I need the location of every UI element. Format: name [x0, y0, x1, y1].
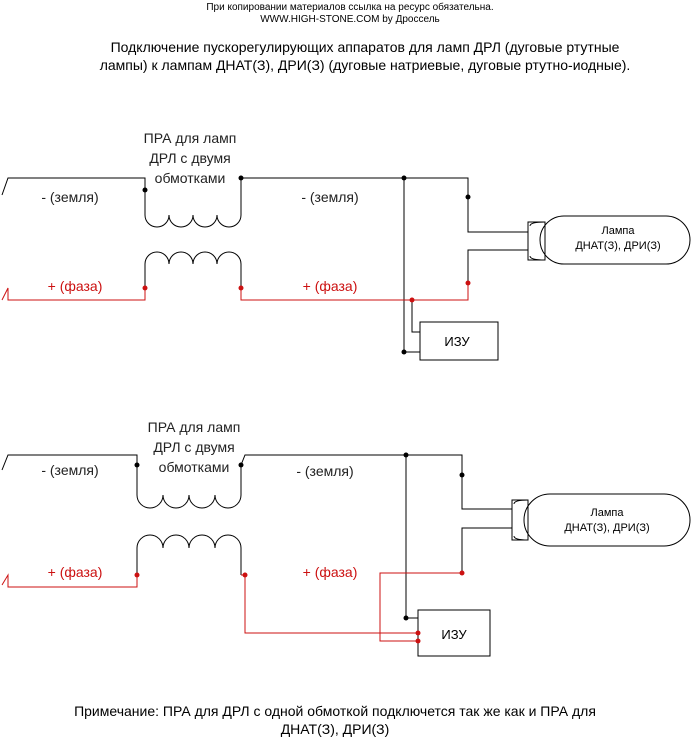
- phase-label-right: + (фаза): [303, 564, 358, 580]
- lamp-label-line-2: ДНАТ(З), ДРИ(З): [564, 522, 649, 534]
- page-title-line-1: Подключение пускорегулирующих аппаратов …: [110, 39, 620, 55]
- lamp-base-detail: [513, 499, 529, 541]
- ballast-label-line-3: обмотками: [155, 170, 226, 186]
- lamp-lead-lower: [467, 249, 528, 283]
- phase-wire-right: [240, 283, 469, 301]
- lamp-label-line-2: ДНАТ(З), ДРИ(З): [575, 240, 660, 252]
- igniter-label: ИЗУ: [441, 627, 467, 642]
- ballast-label-line-1: ПРА для ламп: [144, 130, 237, 146]
- ground-winding: [144, 178, 242, 228]
- phase-label-left: + (фаза): [48, 278, 103, 294]
- ground-igniter-wire: [405, 455, 418, 619]
- igniter-phase-lead: [411, 300, 420, 333]
- copyright-notice: При копировании материалов ссылка на рес…: [206, 2, 494, 13]
- ballast-label-line-2: ДРЛ с двумя: [153, 439, 234, 455]
- lamp-label-line-1: Лампа: [591, 507, 625, 519]
- ground-wire-left: [1, 177, 146, 196]
- phase-junction-dots: [142, 280, 471, 303]
- junction-dots: [134, 452, 465, 621]
- phase-winding: [136, 534, 242, 575]
- note-line-1: Примечание: ПРА для ДРЛ с одной обмоткой…: [74, 703, 596, 719]
- phase-wire-lamp: [379, 572, 462, 642]
- lamp-label-line-1: Лампа: [602, 225, 636, 237]
- lamp-base: [511, 499, 529, 541]
- phase-label-left: + (фаза): [48, 564, 103, 580]
- ground-label-left: - (земля): [41, 462, 98, 478]
- igniter-box: [419, 321, 499, 361]
- ballast-label-line-1: ПРА для ламп: [148, 419, 241, 435]
- ballast-label-line-2: ДРЛ с двумя: [149, 150, 230, 166]
- phase-label-right: + (фаза): [303, 278, 358, 294]
- site-credit: WWW.HIGH-STONE.COM by Дроссель: [260, 14, 440, 25]
- diagram-1: ПРА для ламп ДРЛ с двумя обмотками: [1, 130, 691, 361]
- ballast-label-line-3: обмотками: [159, 459, 230, 475]
- lamp-bulb: [523, 493, 691, 547]
- ground-wire-left: [1, 454, 138, 471]
- ground-label-right: - (земля): [301, 189, 358, 205]
- ground-wire-right: [240, 454, 512, 510]
- phase-wire-igniter: [241, 574, 418, 634]
- ground-winding: [136, 465, 242, 509]
- ground-label-left: - (земля): [41, 189, 98, 205]
- igniter-label: ИЗУ: [444, 334, 470, 349]
- diagram-2: ПРА для ламп ДРЛ с двумя обмотками: [1, 419, 691, 657]
- phase-wire-left: [1, 573, 138, 588]
- junction-dots: [142, 175, 471, 355]
- phase-winding: [144, 251, 242, 288]
- note-line-2: ДНАТ(З), ДРИ(З): [280, 721, 390, 737]
- phase-junction-dots: [134, 570, 465, 644]
- page-title-line-2: лампы) к лампам ДНАТ(З), ДРИ(З) (дуговые…: [99, 57, 631, 73]
- lamp-base: [527, 221, 546, 261]
- lamp-base-detail: [529, 221, 546, 261]
- ground-label-right: - (земля): [296, 463, 353, 479]
- phase-wire-left: [1, 287, 146, 301]
- lamp-lead-lower: [461, 527, 512, 573]
- ground-wire-right: [241, 177, 528, 233]
- lamp-bulb: [539, 215, 691, 265]
